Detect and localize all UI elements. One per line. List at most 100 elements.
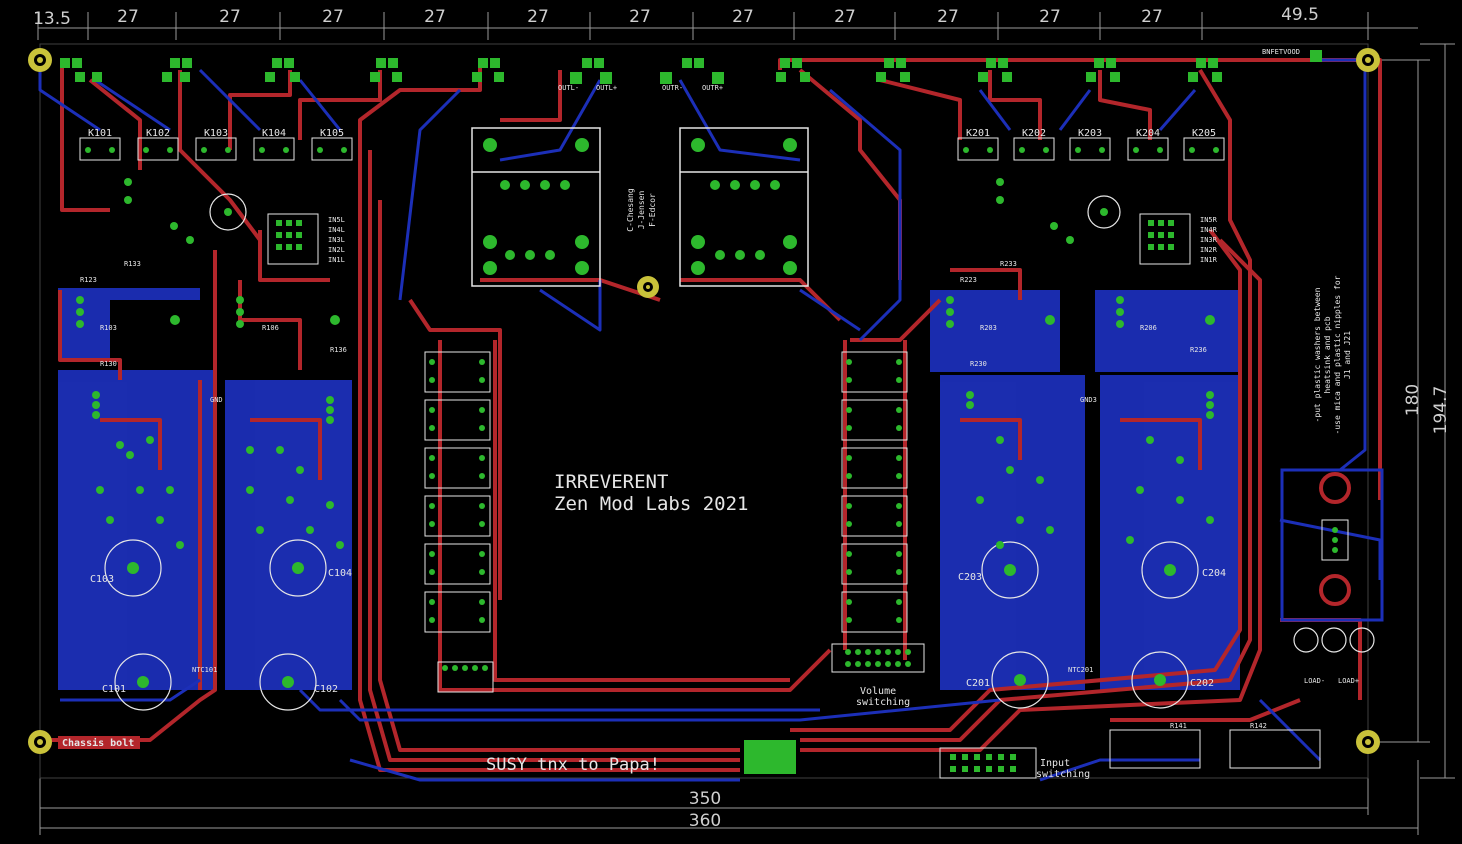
relays-left (79, 137, 353, 161)
relay-icon (1013, 137, 1055, 161)
gnd-label: GND (210, 396, 223, 404)
component-label: R133 (124, 260, 141, 268)
component-label: R236 (1190, 346, 1207, 354)
relay-label: K105 (320, 128, 344, 139)
relay-labels: K101 K102 K103 K104 K105 K201 K202 K203 … (88, 128, 1216, 139)
bottom-copper-pours (58, 288, 1240, 690)
output-labels: OUTL- OUTL+ OUTR- OUTR+ BNFETVOOD (558, 48, 1300, 92)
big-capacitors (104, 193, 1375, 711)
ntc-label: NTC201 (1068, 666, 1093, 674)
relays-right (957, 137, 1225, 161)
dimension-lines (37, 12, 1455, 835)
credit-line: SUSY tnx to Papa! (486, 755, 660, 775)
input-label: IN4L (328, 226, 345, 234)
mounting-hole-icon (1356, 730, 1380, 754)
dim-top-3: 27 (322, 7, 344, 27)
relay-icon (1069, 137, 1111, 161)
capacitor-icon (991, 651, 1049, 709)
mounting-holes (28, 48, 1380, 754)
component-label: R142 (1250, 722, 1267, 730)
note-line: -use mica and plastic nipples for (1333, 275, 1342, 434)
relay-label: K101 (88, 128, 112, 139)
designer-label: J-Jensen (637, 191, 646, 230)
dim-top-7: 27 (732, 7, 754, 27)
output-label: OUTR- (662, 84, 683, 92)
dim-top-8: 27 (834, 7, 856, 27)
input-label: IN5L (328, 216, 345, 224)
note-line: heatsink and pcb (1323, 316, 1332, 393)
mounting-hole-icon (637, 276, 659, 298)
component-label: R223 (960, 276, 977, 284)
cap-label: C104 (328, 568, 352, 579)
mounting-hole-icon (28, 48, 52, 72)
component-label: R233 (1000, 260, 1017, 268)
dim-top-5: 27 (527, 7, 549, 27)
input-label: IN1R (1200, 256, 1218, 264)
attenuator-right (831, 351, 925, 673)
component-label: R136 (330, 346, 347, 354)
component-label: R206 (1140, 324, 1157, 332)
relay-label: K204 (1136, 128, 1160, 139)
relay-label: K102 (146, 128, 170, 139)
capacitor-labels: C101 C102 C103 C104 C201 C202 C203 C204 … (90, 568, 1226, 695)
capacitor-icon (981, 541, 1039, 599)
dim-top-10: 27 (1039, 7, 1061, 27)
cap-label: C204 (1202, 568, 1226, 579)
ntc-label: NTC101 (192, 666, 217, 674)
title-line-1: IRREVERENT (554, 471, 668, 493)
relay-label: K203 (1078, 128, 1102, 139)
dim-bottom-outer: 360 (689, 811, 721, 831)
cap-label: C203 (958, 572, 982, 583)
dim-top-11: 27 (1141, 7, 1163, 27)
relay-icon (1183, 137, 1225, 161)
chassis-label: Chassis bolt (62, 737, 134, 749)
relay-label: K205 (1192, 128, 1216, 139)
cap-label: C101 (102, 684, 126, 695)
relay-icon (137, 137, 179, 161)
designer-label: F-Edcor (648, 193, 657, 227)
relay-icon (79, 137, 121, 161)
input-labels: IN5L IN4L IN3L IN2L IN1L IN5R IN4R IN3R … (328, 216, 1218, 264)
input-label: IN4R (1200, 226, 1218, 234)
dimension-labels: 13.5 27 27 27 27 27 27 27 27 27 27 27 49… (33, 5, 1451, 831)
component-label: R123 (80, 276, 97, 284)
cap-label: C102 (314, 684, 338, 695)
dim-right-inner: 180 (1403, 384, 1423, 416)
relay-icon (1127, 137, 1169, 161)
bnfet-label: BNFETVOOD (1262, 48, 1300, 56)
capacitor-icon (209, 193, 247, 231)
dim-top-9: 27 (937, 7, 959, 27)
relay-icon (253, 137, 295, 161)
capacitor-icon (1131, 651, 1189, 709)
input-headers (267, 213, 1191, 265)
dim-top-0: 13.5 (33, 9, 71, 29)
mounting-hole-icon (1356, 48, 1380, 72)
input-label: IN5R (1200, 216, 1218, 224)
relay-label: K103 (204, 128, 228, 139)
component-label: LOAD+ (1338, 677, 1359, 685)
output-module-pads (483, 138, 797, 275)
output-modules (471, 127, 809, 287)
dim-top-1: 27 (117, 7, 139, 27)
dim-top-2: 27 (219, 7, 241, 27)
chassis-bolt: Chassis bolt (58, 736, 140, 749)
component-label: LOAD- (1304, 677, 1325, 685)
output-label: OUTR+ (702, 84, 723, 92)
relay-icon (957, 137, 999, 161)
component-label: R130 (100, 360, 117, 368)
dim-top-4: 27 (424, 7, 446, 27)
designer-label: C-Chesang (626, 188, 635, 232)
misc-labels: R123 R133 R130 R136 R223 R233 R230 R236 … (80, 260, 1359, 730)
input-label: IN2L (328, 246, 345, 254)
output-label: OUTL- (558, 84, 579, 92)
note-line: J1 and J21 (1343, 331, 1352, 379)
capacitor-icon (269, 539, 327, 597)
cap-label: C202 (1190, 678, 1214, 689)
switching-labels: Volume switching Input switching (856, 686, 1090, 780)
capacitor-icon (104, 539, 162, 597)
attenuator-pads (429, 359, 911, 671)
input-label: IN3R (1200, 236, 1218, 244)
bottom-copper-traces (38, 58, 1382, 782)
board-title: IRREVERENT Zen Mod Labs 2021 SUSY tnx to… (486, 471, 748, 775)
dim-top-6: 27 (629, 7, 651, 27)
